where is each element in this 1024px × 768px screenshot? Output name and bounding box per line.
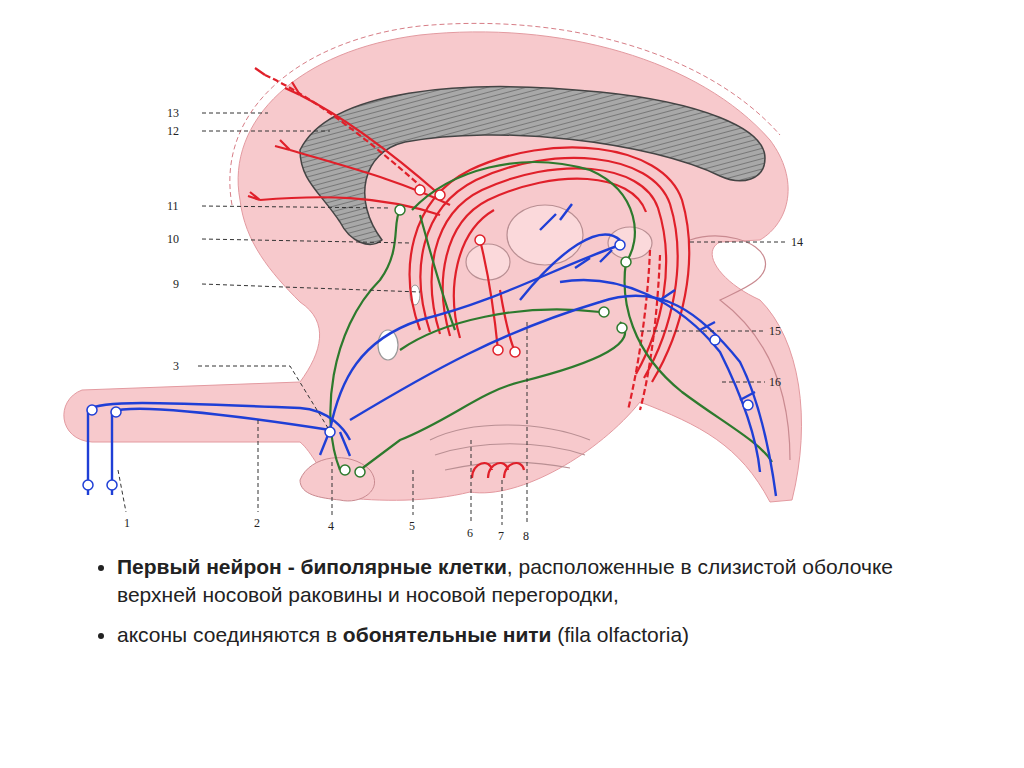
callout-number: 10 (166, 232, 180, 246)
callout-number: 16 (768, 375, 782, 389)
neuron-cells (83, 185, 753, 490)
callout-number: 7 (497, 529, 505, 543)
bold-term: Первый нейрон - биполярные клетки (117, 555, 507, 578)
callout-number: 9 (172, 277, 180, 291)
callout-number: 8 (522, 529, 530, 543)
note-item: аксоны соединяются в обонятельные нити(fi… (117, 621, 937, 649)
corpus-callosum (300, 87, 765, 245)
red-pathways (248, 68, 689, 478)
callout-number: 13 (166, 106, 180, 120)
callout-number: 12 (166, 124, 180, 138)
green-pathways (330, 162, 772, 470)
callout-number: 11 (166, 199, 180, 213)
brain-section (64, 32, 802, 502)
callout-number: 3 (172, 359, 180, 373)
callout-number: 4 (327, 519, 335, 533)
thalamus (507, 205, 583, 265)
brainstem-contour (690, 236, 790, 460)
note-item: Первый нейрон - биполярные клетки, распо… (117, 553, 937, 609)
callout-number: 2 (253, 516, 261, 530)
leader-lines (118, 113, 787, 525)
note-text: аксоны соединяются в (117, 623, 337, 646)
callout-number: 14 (790, 235, 804, 249)
blue-pathways (88, 204, 776, 496)
notes-list: Первый нейрон - биполярные клетки, распо… (95, 553, 937, 661)
callout-number: 6 (466, 526, 474, 540)
bold-term: обонятельные нити (343, 623, 552, 646)
note-text: (fila olfactoria) (557, 623, 689, 646)
callout-number: 1 (123, 516, 131, 530)
callout-number: 15 (768, 324, 782, 338)
callout-number: 5 (408, 519, 416, 533)
pons (430, 425, 590, 470)
